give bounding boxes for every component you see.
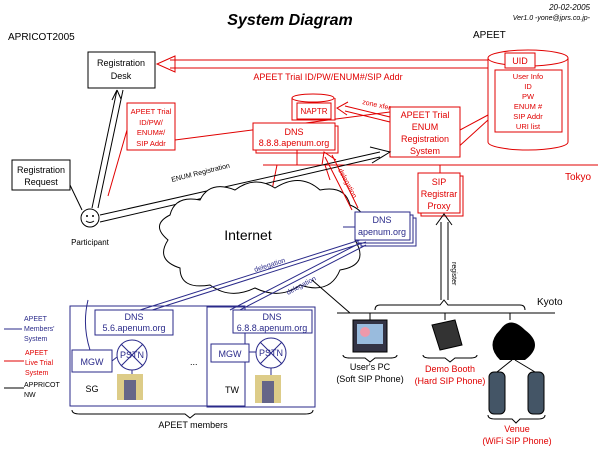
svg-text:ENUM#/: ENUM#/ bbox=[137, 128, 166, 137]
register-arrow: register bbox=[435, 213, 457, 300]
svg-text:8.8.8.apenum.org: 8.8.8.apenum.org bbox=[259, 138, 330, 148]
apeet-members-brace: APEET members bbox=[71, 409, 314, 430]
svg-text:Registrar: Registrar bbox=[421, 189, 458, 199]
legend-apricot-nw: APPRICOT NW bbox=[4, 382, 61, 399]
svg-text:APEET: APEET bbox=[24, 316, 48, 323]
svg-text:ID: ID bbox=[524, 82, 532, 91]
svg-text:Live Trial: Live Trial bbox=[25, 360, 53, 367]
kyoto-label: Kyoto bbox=[537, 297, 563, 308]
legend-members-system: APEET Members' System bbox=[4, 316, 55, 343]
svg-text:DNS: DNS bbox=[284, 127, 303, 137]
trial-info-box: APEET Trial ID/PW/ ENUM#/ SIP Addr bbox=[107, 102, 391, 197]
zone-xfer-arrow: zone xfer bbox=[336, 99, 392, 123]
svg-text:Venue: Venue bbox=[504, 424, 530, 434]
svg-text:APEET Trial: APEET Trial bbox=[131, 107, 172, 116]
user-database: UID User Info ID PW ENUM # SIP Addr URI … bbox=[487, 49, 569, 151]
svg-text:SG: SG bbox=[85, 384, 98, 394]
svg-text:Members': Members' bbox=[24, 326, 55, 333]
svg-text:PW: PW bbox=[522, 92, 535, 101]
svg-text:zone xfer: zone xfer bbox=[362, 99, 392, 112]
apricot-label: APRICOT2005 bbox=[8, 32, 75, 43]
svg-text:SIP Addr: SIP Addr bbox=[136, 139, 166, 148]
svg-text:SIP: SIP bbox=[432, 177, 447, 187]
svg-text:APEET: APEET bbox=[25, 350, 49, 357]
apeet-label: APEET bbox=[473, 30, 506, 41]
dns-tokyo: DNS 8.8.8.apenum.org bbox=[252, 122, 339, 154]
svg-text:Registration: Registration bbox=[97, 58, 145, 68]
svg-text:Demo Booth: Demo Booth bbox=[425, 364, 475, 374]
svg-text:User Info: User Info bbox=[513, 72, 543, 81]
desk-arrows bbox=[91, 89, 124, 209]
svg-text:MGW: MGW bbox=[81, 357, 104, 367]
svg-text:NW: NW bbox=[24, 392, 36, 399]
svg-text:APEET members: APEET members bbox=[158, 420, 228, 430]
sg-members-system: DNS 5.6.apenum.org MGW PSTN SG bbox=[69, 299, 246, 407]
svg-text:URI list: URI list bbox=[516, 122, 541, 131]
svg-text:NAPTR: NAPTR bbox=[300, 107, 327, 116]
dns-root: DNS apenum.org bbox=[343, 211, 417, 247]
svg-text:register: register bbox=[450, 262, 457, 286]
kyoto-network-line bbox=[337, 299, 555, 314]
naptr-db: NAPTR bbox=[291, 93, 336, 121]
internet-label: Internet bbox=[224, 227, 272, 243]
registration-request: Registration Request bbox=[11, 159, 71, 191]
svg-text:User's PC: User's PC bbox=[350, 362, 391, 372]
svg-text:(WiFi SIP Phone): (WiFi SIP Phone) bbox=[482, 436, 551, 446]
ellipsis: ... bbox=[190, 357, 198, 367]
svg-text:DNS: DNS bbox=[262, 312, 281, 322]
demo-booth-phone: Demo Booth (Hard SIP Phone) bbox=[415, 313, 486, 386]
svg-text:UID: UID bbox=[512, 56, 528, 66]
svg-text:Request: Request bbox=[24, 177, 58, 187]
svg-text:SIP Addr: SIP Addr bbox=[513, 112, 543, 121]
enum-registration-system: APEET Trial ENUM Registration System bbox=[389, 106, 461, 158]
svg-text:APPRICOT: APPRICOT bbox=[24, 382, 61, 389]
participant: Participant bbox=[71, 208, 110, 247]
svg-text:MGW: MGW bbox=[219, 349, 242, 359]
tokyo-network-line bbox=[263, 150, 598, 191]
svg-text:5.6.apenum.org: 5.6.apenum.org bbox=[102, 323, 165, 333]
request-line bbox=[69, 184, 83, 211]
participant-label: Participant bbox=[71, 238, 110, 247]
svg-text:Registration: Registration bbox=[17, 165, 65, 175]
svg-text:DNS: DNS bbox=[124, 312, 143, 322]
svg-text:ENUM #: ENUM # bbox=[514, 102, 543, 111]
svg-text:apenum.org: apenum.org bbox=[358, 227, 406, 237]
svg-text:Proxy: Proxy bbox=[427, 201, 451, 211]
svg-text:APEET Trial ID/PW/ENUM#/SIP Ad: APEET Trial ID/PW/ENUM#/SIP Addr bbox=[253, 72, 402, 82]
users-pc: User's PC (Soft SIP Phone) bbox=[336, 313, 404, 384]
svg-text:System: System bbox=[24, 336, 48, 343]
internet-cloud: Internet bbox=[159, 180, 365, 294]
legend: APEET Members' System APEET Live Trial S… bbox=[4, 316, 61, 399]
svg-text:Registration: Registration bbox=[401, 134, 449, 144]
svg-text:ENUM Registration: ENUM Registration bbox=[171, 163, 231, 184]
trial-info-arrow: APEET Trial ID/PW/ENUM#/SIP Addr bbox=[155, 55, 488, 82]
svg-text:Desk: Desk bbox=[111, 71, 132, 81]
date: 20-02-2005 bbox=[548, 3, 590, 12]
svg-text:TW: TW bbox=[225, 385, 239, 395]
tw-members-system: DNS 6.8.8.apenum.org MGW PSTN TW bbox=[206, 306, 316, 408]
svg-text:PSTN: PSTN bbox=[259, 348, 283, 358]
legend-live-trial: APEET Live Trial System bbox=[4, 350, 53, 377]
venue-wifi: Venue (WiFi SIP Phone) bbox=[482, 313, 552, 446]
svg-text:DNS: DNS bbox=[372, 215, 391, 225]
svg-text:System: System bbox=[25, 370, 49, 377]
registration-desk: Registration Desk bbox=[87, 51, 156, 89]
sip-registrar-proxy: SIP Registrar Proxy bbox=[417, 165, 464, 217]
diagram-title: System Diagram bbox=[227, 12, 352, 29]
svg-text:ENUM: ENUM bbox=[412, 122, 439, 132]
internet-kyoto-link bbox=[311, 279, 351, 314]
tokyo-label: Tokyo bbox=[565, 172, 592, 183]
svg-text:6.8.8.apenum.org: 6.8.8.apenum.org bbox=[237, 323, 308, 333]
svg-text:PSTN: PSTN bbox=[120, 350, 144, 360]
svg-text:ID/PW/: ID/PW/ bbox=[139, 118, 164, 127]
svg-text:(Hard SIP Phone): (Hard SIP Phone) bbox=[415, 376, 486, 386]
svg-text:System: System bbox=[410, 146, 440, 156]
svg-text:(Soft SIP Phone): (Soft SIP Phone) bbox=[336, 374, 403, 384]
svg-text:APEET Trial: APEET Trial bbox=[401, 110, 450, 120]
version: Ver1.0 -yone@jprs.co.jp- bbox=[513, 15, 591, 22]
